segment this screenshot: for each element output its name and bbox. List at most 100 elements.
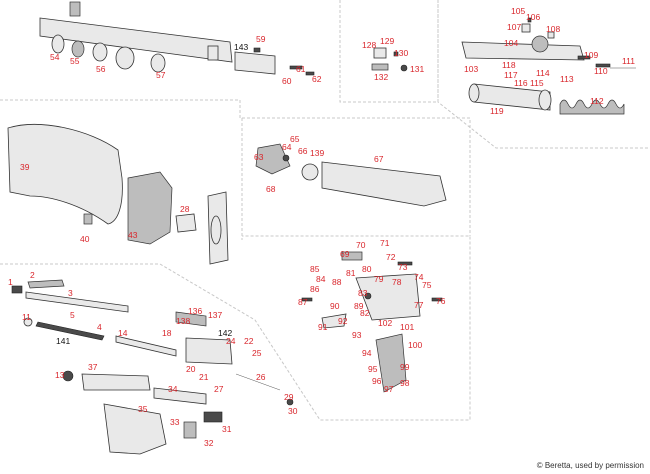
callout-28: 28 xyxy=(180,204,190,214)
callout-128: 128 xyxy=(362,40,376,50)
callout-43: 43 xyxy=(128,230,138,240)
panel-borders xyxy=(0,0,650,421)
callout-60: 60 xyxy=(282,76,292,86)
trigger-group-assembly xyxy=(301,251,443,393)
callout-54: 54 xyxy=(50,52,60,62)
callout-81: 81 xyxy=(346,268,356,278)
callout-69: 69 xyxy=(340,249,350,259)
callout-75: 75 xyxy=(422,280,432,290)
bolt-and-forend-assembly xyxy=(11,279,294,455)
callout-92: 92 xyxy=(338,316,348,326)
callout-65: 65 xyxy=(290,134,300,144)
callout-4: 4 xyxy=(97,322,102,332)
callout-118: 118 xyxy=(502,60,516,70)
callout-143: 143 xyxy=(234,42,248,52)
receiver-assembly xyxy=(255,143,447,207)
callout-21: 21 xyxy=(199,372,209,382)
callout-85: 85 xyxy=(310,264,320,274)
callout-89: 89 xyxy=(354,301,364,311)
callout-105: 105 xyxy=(511,6,525,16)
callout-25: 25 xyxy=(252,348,262,358)
callout-132: 132 xyxy=(374,72,388,82)
callout-142: 142 xyxy=(218,328,232,338)
callout-30: 30 xyxy=(288,406,298,416)
callout-3: 3 xyxy=(68,288,73,298)
callout-109: 109 xyxy=(584,50,598,60)
callout-74: 74 xyxy=(414,272,424,282)
callout-101: 101 xyxy=(400,322,414,332)
callout-98: 98 xyxy=(400,378,410,388)
callout-114: 114 xyxy=(536,68,550,78)
callout-138: 138 xyxy=(176,316,190,326)
callout-27: 27 xyxy=(214,384,224,394)
callout-96: 96 xyxy=(372,376,382,386)
callout-70: 70 xyxy=(356,240,366,250)
callout-84: 84 xyxy=(316,274,326,284)
callout-86: 86 xyxy=(310,284,320,294)
callout-139: 139 xyxy=(310,148,324,158)
copyright-credit: © Beretta, used by permission xyxy=(536,461,644,470)
callout-24: 24 xyxy=(226,336,236,346)
callout-102: 102 xyxy=(378,318,392,328)
callout-20: 20 xyxy=(186,364,196,374)
callout-97: 97 xyxy=(384,384,394,394)
callout-66: 66 xyxy=(298,146,308,156)
callout-136: 136 xyxy=(188,306,202,316)
callout-76: 76 xyxy=(436,296,446,306)
callout-79: 79 xyxy=(374,274,384,284)
callout-11: 11 xyxy=(22,312,31,322)
callout-116: 116 xyxy=(514,78,528,88)
callout-111: 111 xyxy=(622,56,635,66)
callout-29: 29 xyxy=(284,392,294,402)
callout-119: 119 xyxy=(490,106,504,116)
callout-82: 82 xyxy=(360,308,370,318)
callout-67: 67 xyxy=(374,154,384,164)
callout-103: 103 xyxy=(464,64,478,74)
callout-64: 64 xyxy=(282,142,292,152)
callout-90: 90 xyxy=(330,301,340,311)
callout-18: 18 xyxy=(162,328,172,338)
callout-83: 83 xyxy=(358,288,368,298)
callout-5: 5 xyxy=(70,310,75,320)
callout-22: 22 xyxy=(244,336,254,346)
callout-13: 13 xyxy=(55,370,65,380)
callout-112: 112 xyxy=(590,96,604,106)
callout-56: 56 xyxy=(96,64,106,74)
callout-35: 35 xyxy=(138,404,148,414)
magazine-tube-assembly xyxy=(461,17,636,115)
callout-59: 59 xyxy=(256,34,266,44)
callout-73: 73 xyxy=(398,262,408,272)
callout-130: 130 xyxy=(394,48,408,58)
callout-57: 57 xyxy=(156,70,166,80)
callout-14: 14 xyxy=(118,328,128,338)
callout-129: 129 xyxy=(380,36,394,46)
callout-31: 31 xyxy=(222,424,232,434)
callout-63: 63 xyxy=(254,152,264,162)
callout-26: 26 xyxy=(256,372,266,382)
callout-37: 37 xyxy=(88,362,98,372)
callout-104: 104 xyxy=(504,38,518,48)
callout-110: 110 xyxy=(594,66,608,76)
callout-78: 78 xyxy=(392,277,402,287)
stock-assembly xyxy=(7,124,229,265)
callout-91: 91 xyxy=(318,322,328,332)
callout-77: 77 xyxy=(414,300,424,310)
callout-62: 62 xyxy=(312,74,322,84)
callout-33: 33 xyxy=(170,417,180,427)
callout-72: 72 xyxy=(386,252,396,262)
callout-80: 80 xyxy=(362,264,372,274)
callout-39: 39 xyxy=(20,162,30,172)
small-parts-top xyxy=(371,47,408,72)
callout-61: 61 xyxy=(296,64,306,74)
barrel-assembly xyxy=(39,1,315,76)
callout-labels: 1 2 3 4 5 11 13 14 18 20 21 22 24 25 26 … xyxy=(8,6,635,448)
callout-95: 95 xyxy=(368,364,378,374)
callout-113: 113 xyxy=(560,74,574,84)
callout-40: 40 xyxy=(80,234,90,244)
callout-1: 1 xyxy=(8,277,13,287)
callout-32: 32 xyxy=(204,438,214,448)
callout-115: 115 xyxy=(530,78,544,88)
callout-107: 107 xyxy=(507,22,521,32)
callout-99: 99 xyxy=(400,362,410,372)
